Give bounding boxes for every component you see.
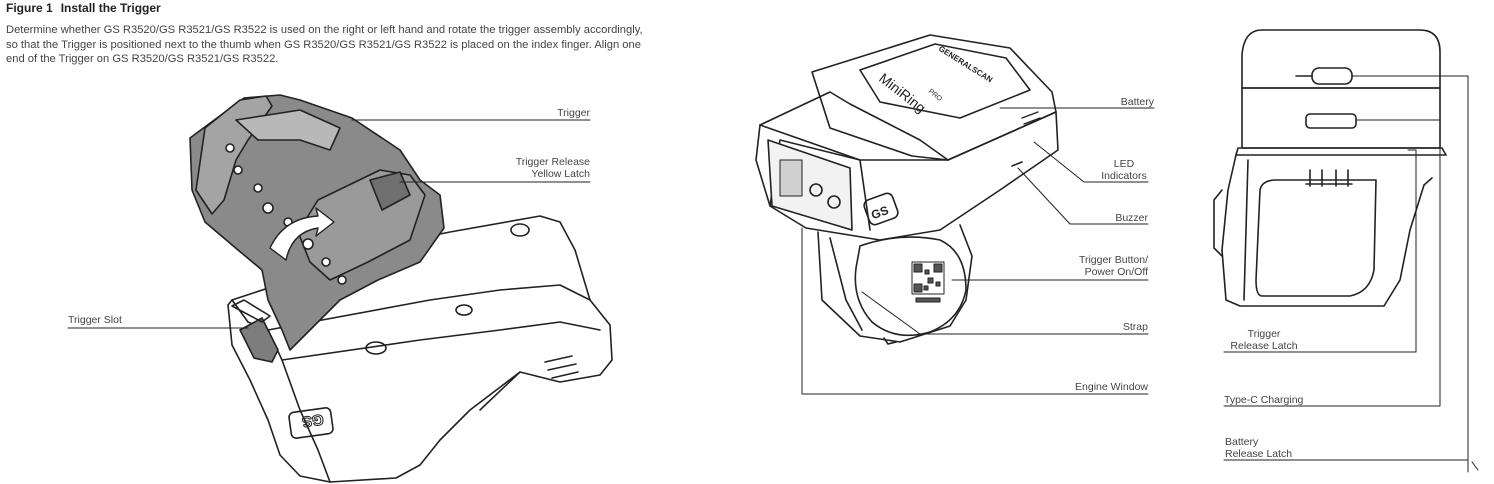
label-battery: Battery [1120, 96, 1154, 108]
model-sub-text: PRO [927, 88, 944, 103]
label-trigger-button-line2: Power On/Off [1084, 266, 1148, 278]
description-line-3: end of the Trigger on GS R3520/GS R3521/… [6, 53, 279, 65]
label-trigger-release-latch-line2: Release Latch [1230, 340, 1298, 352]
left-scanner-illustration: GS [189, 94, 613, 483]
label-led-line1: LED [1113, 158, 1135, 170]
model-text: MiniRing [876, 70, 929, 116]
description-line-2: so that the Trigger is positioned next t… [6, 38, 641, 51]
label-strap: Strap [1122, 321, 1148, 333]
figure-title: Figure 1 Install the Trigger [6, 1, 161, 15]
label-led-line2: Indicators [1101, 170, 1147, 182]
label-trigger-button: Trigger Button/ Power On/Off [1048, 254, 1148, 278]
label-trigger-slot: Trigger Slot [68, 314, 122, 326]
right-side-view-illustration [1213, 29, 1447, 307]
label-engine-window: Engine Window [1075, 381, 1148, 393]
label-trigger-release-latch-line1: Trigger [1247, 328, 1281, 340]
figure-description: Determine whether GS R3520/GS R3521/GS R… [6, 23, 726, 67]
label-trigger-release-line1: Trigger Release [515, 156, 590, 168]
figure-title-text: Install the Trigger [60, 1, 161, 15]
label-trigger-release: Trigger Release Yellow Latch [480, 156, 590, 180]
left-logo-text: GS [301, 410, 325, 430]
figure-number: Figure 1 [6, 1, 53, 15]
label-trigger: Trigger [557, 107, 590, 119]
label-trigger-button-line1: Trigger Button/ [1078, 254, 1148, 266]
label-trigger-release-latch: Trigger Release Latch [1224, 328, 1304, 352]
label-buzzer: Buzzer [1115, 212, 1148, 224]
label-battery-release-latch-line1: Battery [1225, 436, 1259, 448]
label-battery-release-latch: Battery Release Latch [1225, 436, 1292, 460]
label-trigger-release-line2: Yellow Latch [531, 168, 590, 180]
middle-scanner-illustration: GS GENERALSCAN MiniRing PRO [755, 34, 1059, 345]
label-type-c-charging: Type-C Charging [1224, 394, 1304, 406]
label-led-indicators: LED Indicators [1094, 158, 1154, 182]
label-battery-release-latch-line2: Release Latch [1225, 448, 1293, 460]
middle-logo-text: GS [869, 203, 890, 222]
description-line-1: Determine whether GS R3520/GS R3521/GS R… [6, 24, 643, 36]
